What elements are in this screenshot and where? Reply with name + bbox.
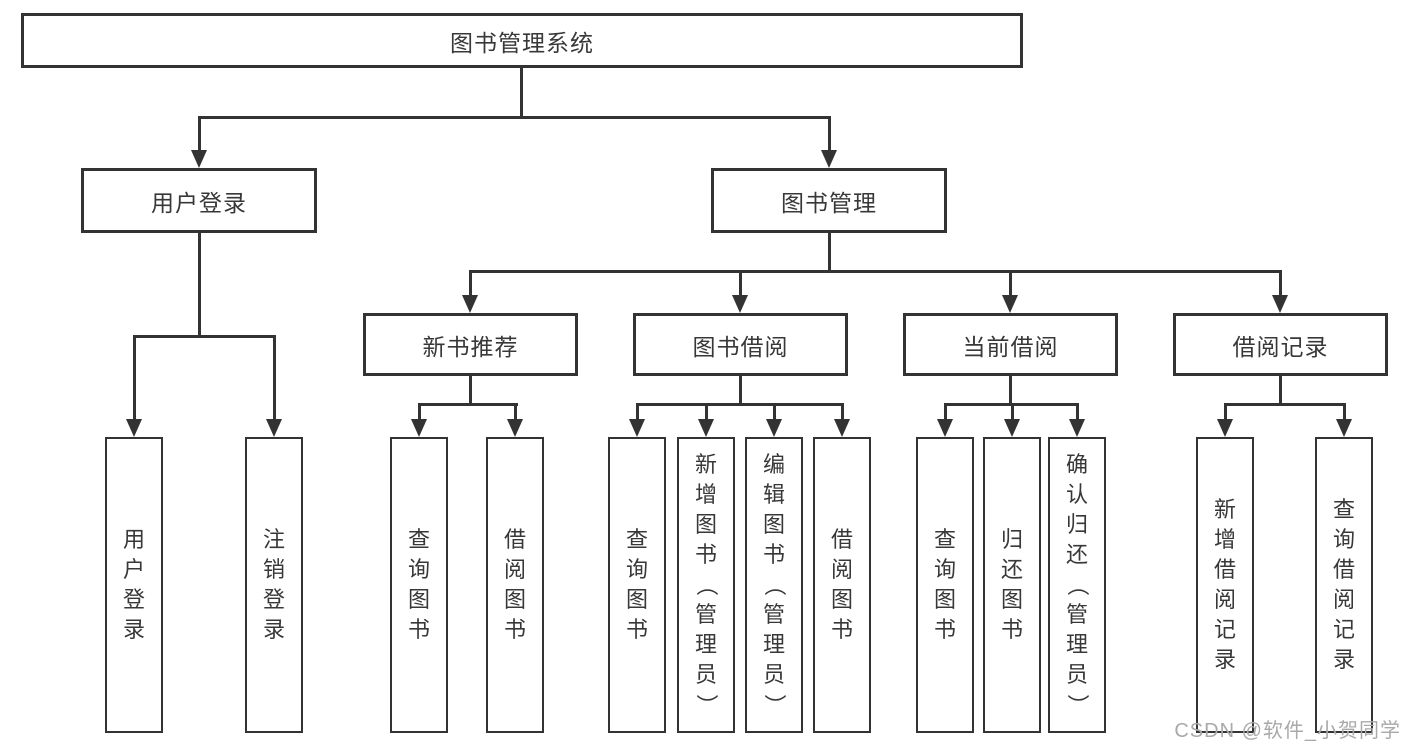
connector-line bbox=[418, 403, 421, 425]
connector-line bbox=[133, 335, 136, 423]
node-root-library-system: 图书管理系统 bbox=[21, 13, 1023, 68]
connector-line bbox=[469, 376, 472, 406]
connector-line bbox=[1011, 403, 1014, 425]
connector-line bbox=[198, 116, 831, 119]
arrowhead-icon bbox=[937, 419, 953, 437]
node-borrow-records: 借阅记录 bbox=[1173, 313, 1388, 376]
connector-line bbox=[944, 403, 947, 425]
leaf-add-borrow-record: 新增借阅记录 bbox=[1196, 437, 1254, 733]
arrowhead-icon bbox=[266, 419, 282, 437]
connector-line bbox=[520, 66, 523, 118]
leaf-borrow-books: 借阅图书 bbox=[813, 437, 871, 733]
arrowhead-icon bbox=[1217, 419, 1233, 437]
arrowhead-icon bbox=[462, 295, 478, 313]
arrowhead-icon bbox=[191, 150, 207, 168]
arrowhead-icon bbox=[411, 419, 427, 437]
leaf-confirm-return-admin: 确认归还（管理员） bbox=[1048, 437, 1106, 733]
leaf-query-borrow-record: 查询借阅记录 bbox=[1315, 437, 1373, 733]
arrowhead-icon bbox=[507, 419, 523, 437]
leaf-query-books-borrow: 查询图书 bbox=[608, 437, 666, 733]
leaf-logout: 注销登录 bbox=[245, 437, 303, 733]
leaf-borrow-books-recommend: 借阅图书 bbox=[486, 437, 544, 733]
connector-line bbox=[828, 233, 831, 273]
connector-line bbox=[636, 403, 844, 406]
csdn-watermark: CSDN @软件_小贺同学 bbox=[1174, 720, 1401, 742]
leaf-return-books: 归还图书 bbox=[983, 437, 1041, 733]
leaf-add-books-admin: 新增图书（管理员） bbox=[677, 437, 735, 733]
connector-line bbox=[1279, 270, 1282, 298]
arrowhead-icon bbox=[698, 419, 714, 437]
connector-line bbox=[273, 335, 276, 423]
arrowhead-icon bbox=[821, 150, 837, 168]
connector-line bbox=[705, 403, 708, 425]
node-current-borrowing: 当前借阅 bbox=[903, 313, 1118, 376]
arrowhead-icon bbox=[1004, 419, 1020, 437]
connector-line bbox=[1279, 376, 1282, 406]
leaf-user-login: 用户登录 bbox=[105, 437, 163, 733]
arrowhead-icon bbox=[1069, 419, 1085, 437]
node-book-borrowing: 图书借阅 bbox=[633, 313, 848, 376]
connector-line bbox=[636, 403, 639, 425]
arrowhead-icon bbox=[834, 419, 850, 437]
node-book-management: 图书管理 bbox=[711, 168, 947, 233]
node-new-book-recommend: 新书推荐 bbox=[363, 313, 578, 376]
connector-line bbox=[469, 270, 472, 298]
arrowhead-icon bbox=[1002, 295, 1018, 313]
connector-line bbox=[198, 116, 201, 152]
connector-line bbox=[773, 403, 776, 425]
connector-line bbox=[1343, 403, 1346, 425]
connector-line bbox=[418, 403, 518, 406]
connector-line bbox=[739, 270, 742, 298]
leaf-query-books-current: 查询图书 bbox=[916, 437, 974, 733]
arrowhead-icon bbox=[1272, 295, 1288, 313]
connector-line bbox=[1076, 403, 1079, 425]
leaf-edit-books-admin: 编辑图书（管理员） bbox=[745, 437, 803, 733]
leaf-query-books-recommend: 查询图书 bbox=[390, 437, 448, 733]
connector-line bbox=[1009, 376, 1012, 406]
connector-line bbox=[841, 403, 844, 425]
arrowhead-icon bbox=[126, 419, 142, 437]
connector-line bbox=[198, 233, 201, 337]
arrowhead-icon bbox=[766, 419, 782, 437]
connector-line bbox=[1224, 403, 1346, 406]
arrowhead-icon bbox=[629, 419, 645, 437]
connector-line bbox=[514, 403, 517, 425]
connector-line bbox=[739, 376, 742, 406]
connector-line bbox=[133, 335, 276, 338]
arrowhead-icon bbox=[1336, 419, 1352, 437]
connector-line bbox=[828, 116, 831, 152]
connector-line bbox=[1009, 270, 1012, 298]
connector-line bbox=[1224, 403, 1227, 425]
arrowhead-icon bbox=[732, 295, 748, 313]
connector-line bbox=[469, 270, 1282, 273]
node-user-login: 用户登录 bbox=[81, 168, 317, 233]
